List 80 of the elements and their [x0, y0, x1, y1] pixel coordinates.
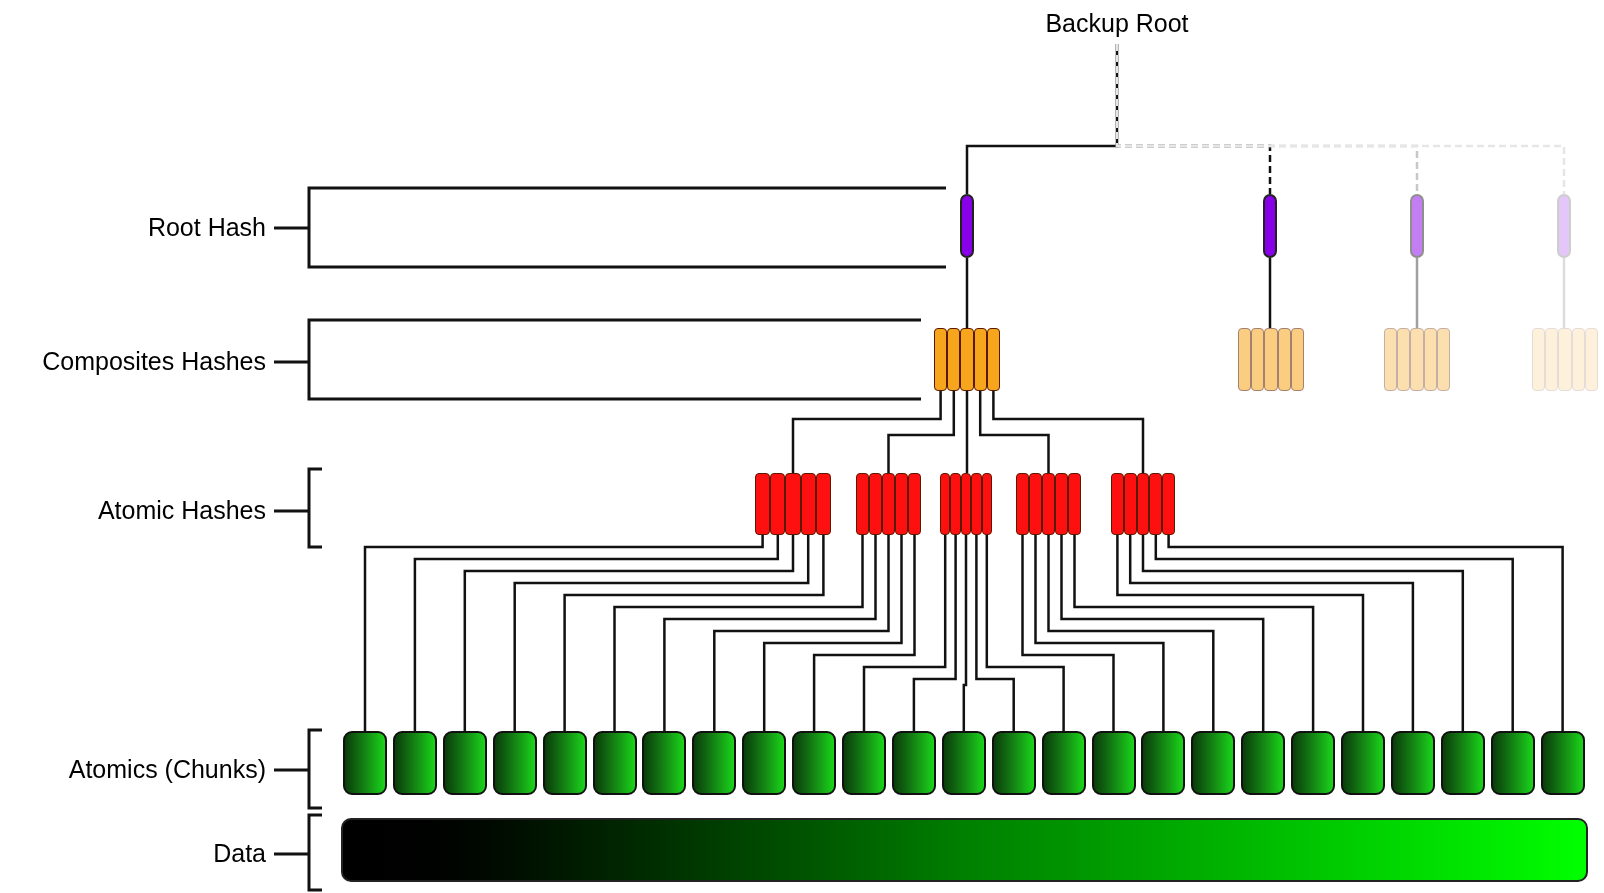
hash-group: [940, 473, 992, 535]
connector-line: [1116, 535, 1365, 731]
connector-line: [985, 535, 1065, 731]
connector-line: [992, 391, 1145, 473]
chunk-block: [891, 731, 936, 795]
root-label: Backup Root: [1045, 8, 1189, 40]
connector-line: [912, 535, 957, 731]
connector-line: [663, 535, 877, 731]
connector-line: [1034, 535, 1165, 731]
connector-line: [762, 535, 903, 731]
connector-line: [413, 535, 780, 731]
connector-line: [965, 258, 969, 328]
connector-line: [962, 535, 968, 731]
connector-line: [1060, 535, 1265, 731]
connector-line: [613, 535, 864, 731]
hash-pill: [1410, 194, 1424, 258]
connector-line: [791, 391, 942, 473]
hash-pill: [1557, 194, 1571, 258]
chunk-block: [542, 731, 587, 795]
hash-pill: [1263, 194, 1277, 258]
chunk-block: [1241, 731, 1286, 795]
chunk-block: [842, 731, 886, 795]
chunk-block: [1490, 731, 1535, 795]
chunk-block: [492, 731, 537, 795]
chunk-block: [1091, 731, 1136, 795]
hash-group: [856, 473, 921, 535]
level-label: Root Hash: [147, 212, 266, 244]
chunk-block: [642, 731, 687, 795]
chunk-block: [1540, 731, 1585, 795]
hash-pill: [960, 194, 974, 258]
level-label: Atomics (Chunks): [68, 754, 266, 786]
chunk-block: [1291, 731, 1336, 795]
connector-line: [1268, 258, 1272, 328]
connector-line: [1167, 535, 1564, 731]
hash-group: [755, 473, 831, 535]
connector-line: [1141, 535, 1465, 731]
chunk-block: [1191, 731, 1236, 795]
chunk-block: [592, 731, 637, 795]
hash-group: [934, 328, 1000, 391]
hash-group: [1384, 328, 1450, 391]
chunk-block: [442, 731, 487, 795]
connector-line: [563, 535, 825, 731]
connector-line: [1021, 535, 1115, 731]
chunk-block: [392, 731, 437, 795]
chunk-block: [792, 731, 837, 795]
connector-line: [1562, 258, 1566, 328]
hash-group: [1532, 328, 1598, 391]
connector-line: [513, 535, 810, 731]
connector-line: [978, 391, 1050, 473]
hash-group: [1016, 473, 1081, 535]
connector-line: [1415, 258, 1419, 328]
chunk-block: [941, 731, 986, 795]
chunk-block: [692, 731, 737, 795]
chunk-block: [742, 731, 787, 795]
connector-line: [887, 391, 956, 473]
connector-line: [965, 391, 969, 473]
connector-line: [1073, 535, 1315, 731]
chunk-block: [343, 731, 387, 795]
hash-group: [1238, 328, 1304, 391]
chunk-block: [1440, 731, 1485, 795]
connector-line: [363, 535, 764, 731]
level-label: Composites Hashes: [42, 346, 266, 378]
chunk-block: [991, 731, 1036, 795]
connector-line: [1047, 535, 1215, 731]
hash-group: [1111, 473, 1175, 535]
data-bar: [341, 818, 1588, 882]
connector-line: [463, 535, 795, 731]
chunk-block: [1341, 731, 1385, 795]
chunk-block: [1041, 731, 1086, 795]
connector-line: [1115, 44, 1566, 194]
connector-line: [1128, 535, 1415, 731]
connector-line: [713, 535, 890, 731]
connector-line: [975, 535, 1015, 731]
connector-line: [812, 535, 916, 731]
connector-line: [862, 535, 947, 731]
level-label: Atomic Hashes: [97, 495, 266, 527]
chunk-block: [1390, 731, 1435, 795]
level-label: Data: [213, 838, 266, 870]
connector-line: [1154, 535, 1514, 731]
chunk-block: [1141, 731, 1186, 795]
